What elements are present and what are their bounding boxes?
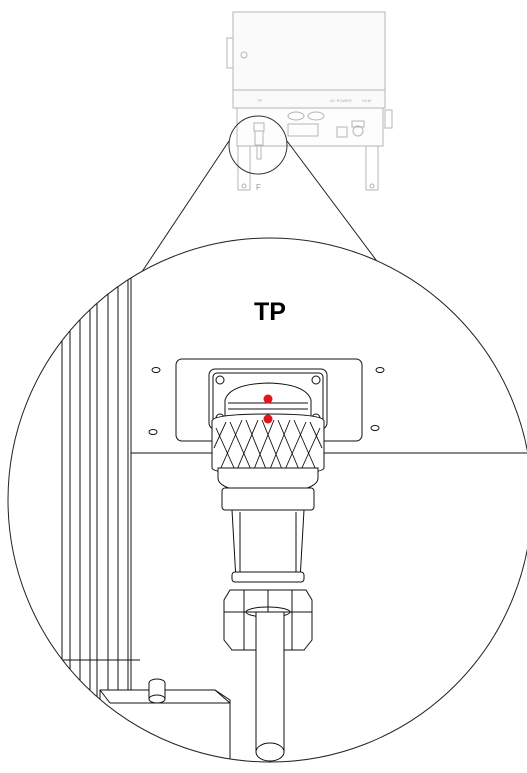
plug-body xyxy=(217,467,319,583)
cable xyxy=(255,611,285,762)
enclosure-right-foot xyxy=(365,145,379,191)
enclosure-body xyxy=(232,11,386,109)
enclosure-left-foot xyxy=(237,145,251,191)
zoom-detail-circle xyxy=(7,237,527,763)
zoom-source-circle xyxy=(228,115,288,175)
enclosure-overview: TP AC POWER HCM F xyxy=(226,11,393,192)
marker-dot-lower xyxy=(263,414,273,424)
enclosure-left-flap xyxy=(226,37,234,69)
connector-label-tp: TP xyxy=(254,298,286,326)
marker-dot-upper xyxy=(263,394,273,404)
overview-hcm-label: HCM xyxy=(362,98,371,103)
enclosure-right-latch xyxy=(384,109,393,129)
detail-view: TP xyxy=(8,238,527,762)
overview-tp-label: TP xyxy=(257,98,262,103)
bracket xyxy=(99,678,231,762)
overview-ac-power-label: AC POWER xyxy=(330,98,352,103)
overview-f-label: F xyxy=(256,183,261,192)
